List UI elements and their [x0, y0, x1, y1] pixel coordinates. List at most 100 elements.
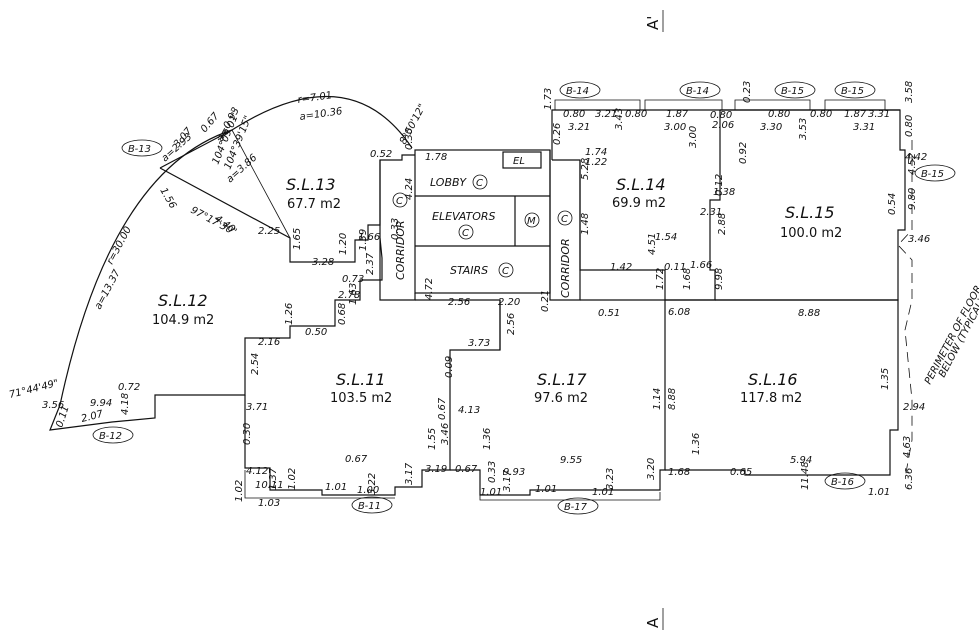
unit-area: 104.9 m2 — [152, 313, 214, 328]
dimension-label: 1.38 — [713, 187, 735, 198]
outer-arc-small — [231, 95, 413, 149]
dimension-label: 0.80 — [768, 109, 790, 120]
sl13-radial-2 — [217, 129, 233, 141]
dimension-label: 0.65 — [730, 467, 752, 478]
dimension-label: 1.01 — [868, 487, 890, 498]
dimension-label: 1.36 — [691, 433, 702, 455]
dimension-label: 1.26 — [284, 303, 295, 325]
unit-label-sl13: S.L.13 67.7 m2 — [286, 175, 341, 212]
tag-label: B-16 — [831, 477, 854, 488]
dimension-label: 2.78 — [338, 290, 360, 301]
bottom-balconies — [244, 470, 661, 501]
dimension-label: 1.87 — [666, 109, 689, 120]
dimension-label: 1.66 — [358, 232, 380, 243]
unit-label-sl17: S.L.17 97.6 m2 — [534, 370, 588, 406]
dimension-label: 5.94 — [790, 455, 812, 466]
room-lobby: LOBBY — [430, 176, 467, 189]
dimension-label: 6.08 — [668, 307, 690, 318]
dimension-label: 2.31 — [700, 207, 722, 218]
dimension-label: 2.56 — [506, 313, 517, 335]
dimension-label: 0.23 — [742, 81, 753, 103]
unit-area: 117.8 m2 — [740, 391, 802, 406]
dimension-label: 3.71 — [246, 402, 268, 413]
dimension-label: 6.36 — [904, 468, 915, 490]
dimension-label: 0.80 — [625, 109, 647, 120]
dimension-label: 3.73 — [468, 338, 490, 349]
dimension-label: 0.72 — [118, 382, 140, 393]
dimension-label: 0.54 — [887, 193, 898, 215]
dimension-label: 1.20 — [338, 233, 349, 255]
dimension-label: 0.11 — [664, 262, 686, 273]
dimension-label: 4.63 — [902, 436, 913, 458]
tag-ellipse — [559, 81, 601, 99]
dimension-label: 0.80 — [810, 109, 832, 120]
dimension-label: 1.63 — [348, 283, 359, 305]
dimension-label: 0.51 — [598, 308, 620, 319]
dimension-label: 3.31 — [868, 109, 890, 120]
dimension-label: 11.48 — [800, 461, 811, 490]
dimension-label: 9.94 — [90, 398, 112, 409]
dimension-label: 0.67 — [455, 464, 478, 475]
tag-label: B-15 — [841, 86, 864, 97]
dimension-label: 9.55 — [560, 455, 582, 466]
unit-label-sl15: S.L.15 100.0 m2 — [780, 203, 842, 241]
dimension-label: 8.88 — [667, 388, 678, 410]
dimension-label: 3.56 — [42, 400, 64, 411]
tag-ellipse — [679, 81, 721, 99]
dimension-label: 0.26 — [552, 123, 563, 145]
dimension-label: 9.93 — [503, 467, 525, 478]
dimension-label: 1.01 — [535, 484, 557, 495]
unit-name: S.L.14 — [616, 175, 666, 194]
tag-ellipse — [351, 496, 393, 514]
unit-boundary-sl15 — [715, 109, 906, 301]
dimension-label: 1.68 — [682, 268, 693, 290]
dimension-label: 1.87 — [844, 109, 867, 120]
tag-ellipse — [92, 426, 134, 444]
tag-label: B-13 — [128, 144, 151, 155]
dimension-label: 4.12 — [246, 466, 268, 477]
c-letter-stairs: C — [502, 266, 509, 277]
dimension-label: 3.00 — [664, 122, 686, 133]
dimension-label: 0.80 — [904, 115, 915, 137]
c-letter-elevators: C — [462, 228, 469, 239]
unit-boundary-sl12 — [49, 237, 383, 431]
dimension-label: 0.30 — [404, 128, 415, 150]
c-letter-lobby: C — [476, 178, 483, 189]
unit-label-sl14: S.L.14 69.9 m2 — [612, 175, 666, 211]
dimension-label: 3.17 — [502, 469, 513, 492]
tag-ellipse — [914, 164, 956, 182]
dimension-label: 1.66 — [690, 260, 712, 271]
c-circle-corridor-right — [557, 210, 573, 226]
unit-name: S.L.16 — [748, 370, 798, 389]
corridor-left — [379, 160, 416, 301]
section-mark-bottom: A — [644, 617, 662, 628]
tag-label: B-12 — [99, 431, 122, 442]
dimension-label: 3.00 — [688, 126, 699, 148]
dimension-label: 3.22 — [367, 473, 378, 495]
outer-arc-large — [59, 129, 233, 406]
unit-area: 69.9 m2 — [612, 196, 666, 211]
c-circle-corridor-left — [392, 192, 408, 208]
dimension-label: 2.56 — [448, 297, 470, 308]
corridor-label-left: CORRIDOR — [394, 220, 407, 280]
dimension-label: 0.09 — [444, 356, 455, 378]
dimension-label: 3.53 — [798, 118, 809, 140]
dimension-label: 1.02 — [287, 468, 298, 490]
dimension-label: 2.20 — [498, 297, 520, 308]
dimension-label: 1.56 — [157, 186, 178, 211]
dimension-label: 0.68 — [337, 303, 348, 325]
dimension-label: 0.33 — [390, 218, 401, 240]
dimension-label: 0.80 — [710, 110, 732, 121]
dimension-label: 1.01 — [325, 482, 347, 493]
room-stairs: STAIRS — [450, 264, 488, 277]
dimension-label: 1.35 — [880, 368, 891, 390]
dimension-label: 5.28 — [580, 158, 591, 180]
sl13-radial-1 — [231, 129, 291, 239]
unit-area: 67.7 m2 — [287, 197, 341, 212]
dimension-label: 2.16 — [258, 337, 280, 348]
dimension-label: 1.03 — [258, 498, 280, 509]
c-circle-stairs — [498, 262, 514, 278]
tag-ellipse — [121, 139, 163, 157]
